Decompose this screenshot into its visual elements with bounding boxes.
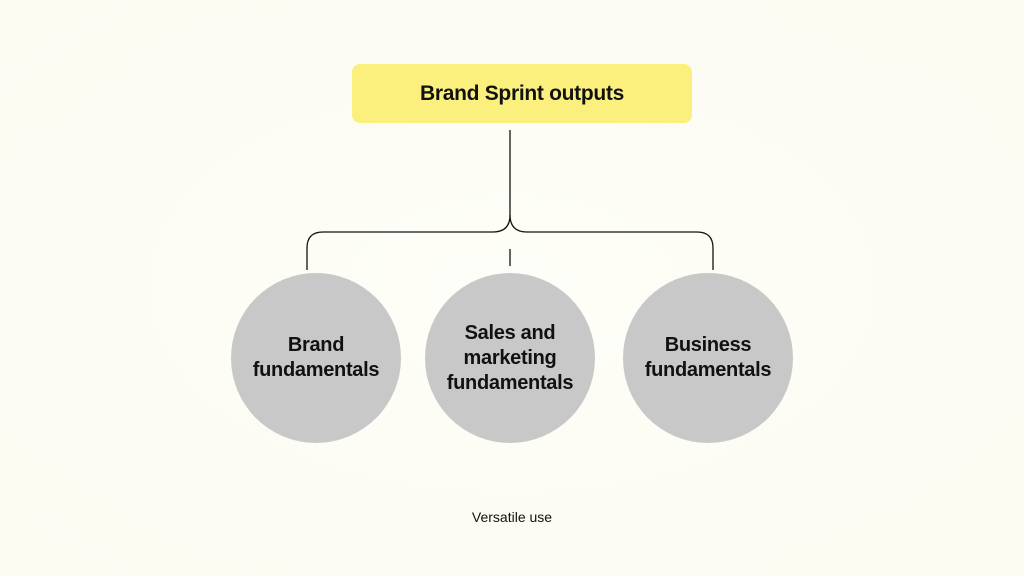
node-label-line: marketing: [463, 346, 557, 369]
node-brand-fundamentals: Brand fundamentals: [231, 273, 401, 443]
node-sales-marketing-fundamentals: Sales and marketing fundamentals: [425, 273, 595, 443]
brace-connector: [306, 130, 511, 270]
node-label-line: Brand: [287, 334, 345, 356]
footer-caption: Versatile use: [471, 509, 553, 525]
node-business-fundamentals: Business fundamentals: [623, 273, 793, 443]
brace-connector-right: [509, 214, 714, 270]
node-label-line: Business: [664, 334, 752, 356]
node-label-line: Sales and: [464, 321, 556, 344]
root-label: Brand Sprint outputs: [420, 81, 624, 105]
node-label-line: fundamentals: [252, 359, 380, 381]
root-box: Brand Sprint outputs: [352, 64, 692, 123]
node-label-line: fundamentals: [446, 371, 574, 394]
node-label-line: fundamentals: [644, 359, 772, 381]
